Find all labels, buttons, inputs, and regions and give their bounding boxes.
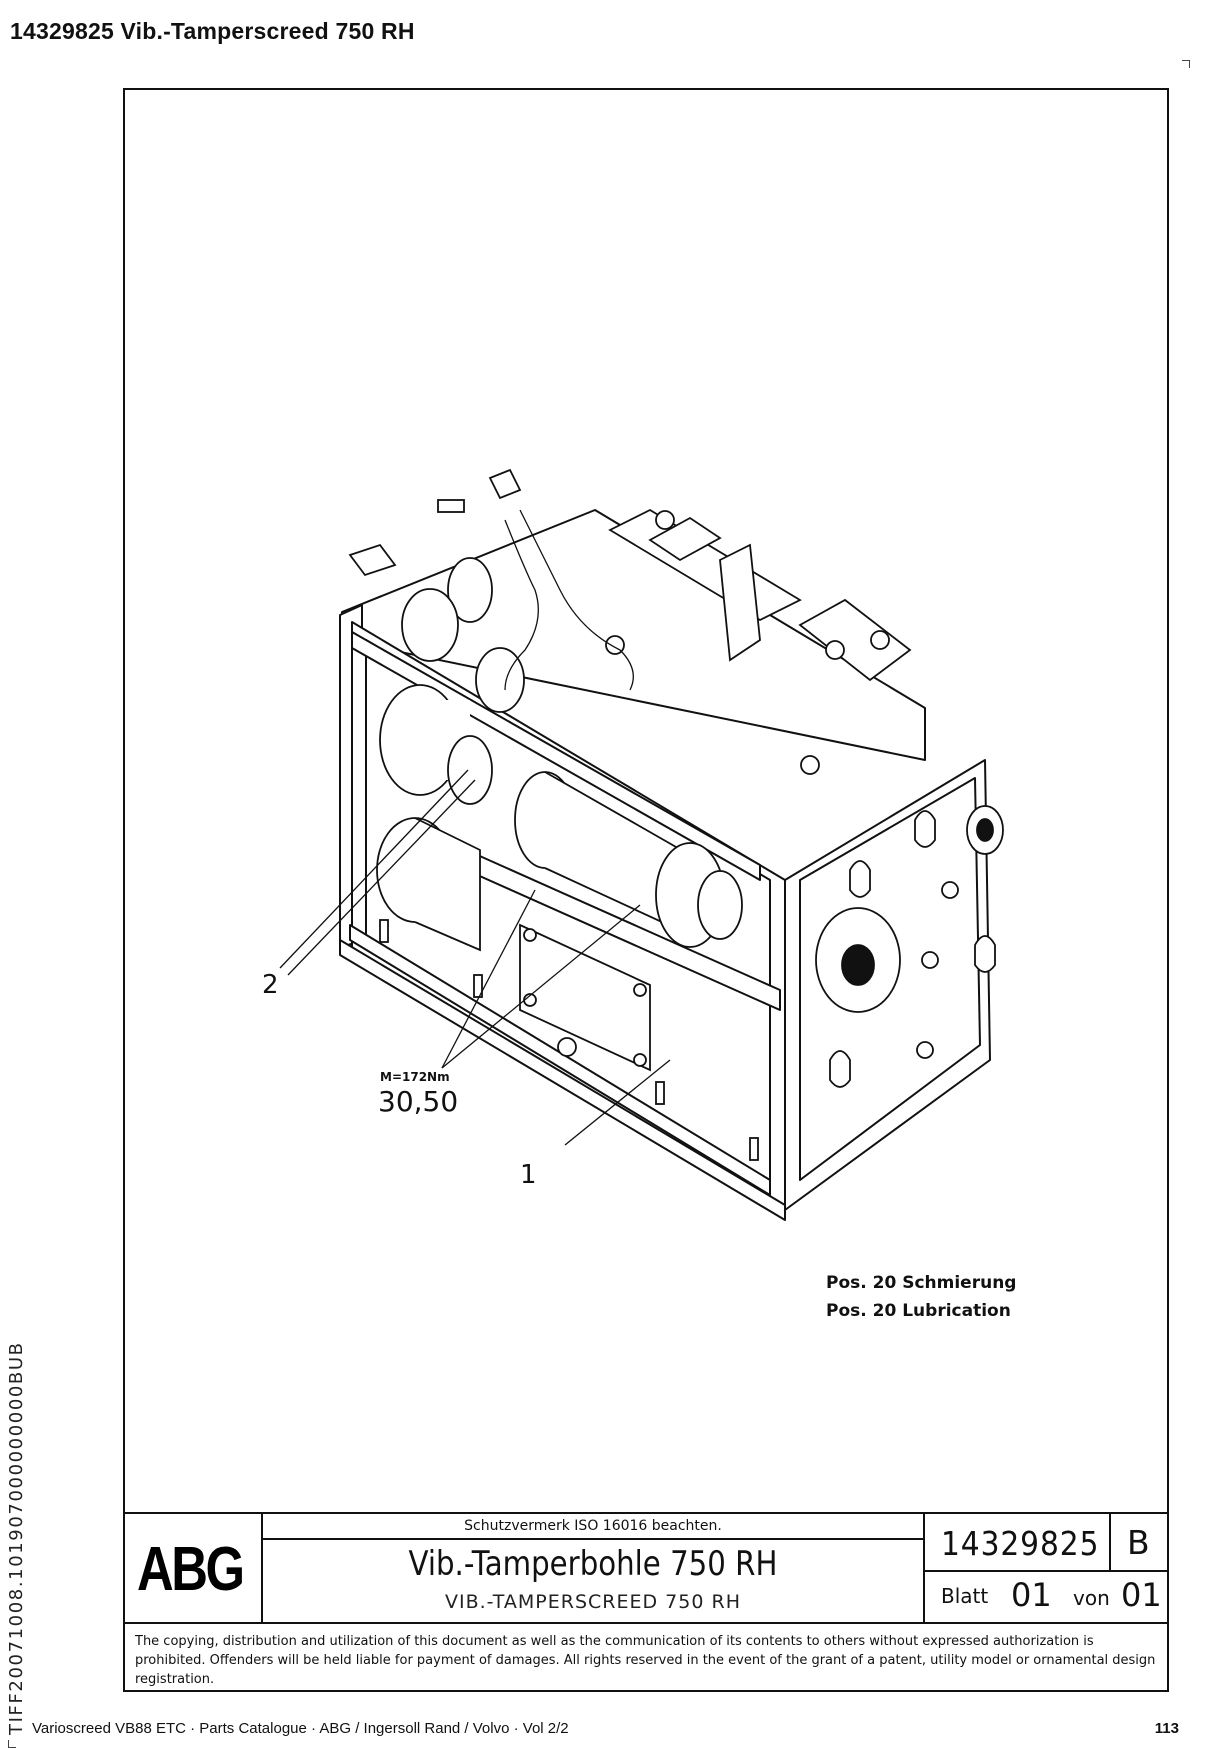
title-block: ABG Schutzvermerk ISO 16016 beachten. Vi… xyxy=(123,1512,1169,1622)
sheet-of-label: von xyxy=(1073,1586,1110,1610)
drawing-number-cell: 14329825 xyxy=(925,1514,1111,1572)
page-title: 14329825 Vib.-Tamperscreed 750 RH xyxy=(10,18,415,44)
torque-reference: 30,50 xyxy=(378,1085,459,1118)
footer-text: Varioscreed VB88 ETC · Parts Catalogue ·… xyxy=(32,1720,569,1737)
callout-label: 2 xyxy=(262,970,279,1000)
sheet-cell: Blatt 01 von 01 xyxy=(925,1572,1167,1622)
torque-spec: M=172Nm xyxy=(380,1070,450,1084)
revision: B xyxy=(1127,1523,1150,1562)
title-german: Vib.-Tamperbohle 750 RH xyxy=(408,1544,778,1584)
crop-mark-top-right xyxy=(1182,60,1190,68)
sheet-total: 01 xyxy=(1121,1576,1162,1614)
drawing-number: 14329825 xyxy=(941,1524,1100,1563)
note-line-de: Pos. 20 Schmierung xyxy=(826,1273,1017,1293)
callout-label: 1 xyxy=(520,1160,537,1190)
drawing-frame xyxy=(123,88,1169,1692)
copyright-notice: The copying, distribution and utilizatio… xyxy=(123,1622,1169,1692)
sheet-number: 01 xyxy=(1011,1576,1052,1614)
page-number: 113 xyxy=(1154,1720,1179,1737)
revision-cell: B xyxy=(1111,1514,1167,1572)
sheet-label: Blatt xyxy=(941,1584,989,1608)
title-english: VIB.-TAMPERSCREED 750 RH xyxy=(445,1591,741,1613)
logo-cell: ABG xyxy=(123,1514,263,1622)
protection-notice: Schutzvermerk ISO 16016 beachten. xyxy=(263,1514,923,1540)
note-line-en: Pos. 20 Lubrication xyxy=(826,1301,1011,1321)
title-cell: Schutzvermerk ISO 16016 beachten. Vib.-T… xyxy=(263,1514,925,1622)
abg-logo: ABG xyxy=(137,1535,245,1604)
